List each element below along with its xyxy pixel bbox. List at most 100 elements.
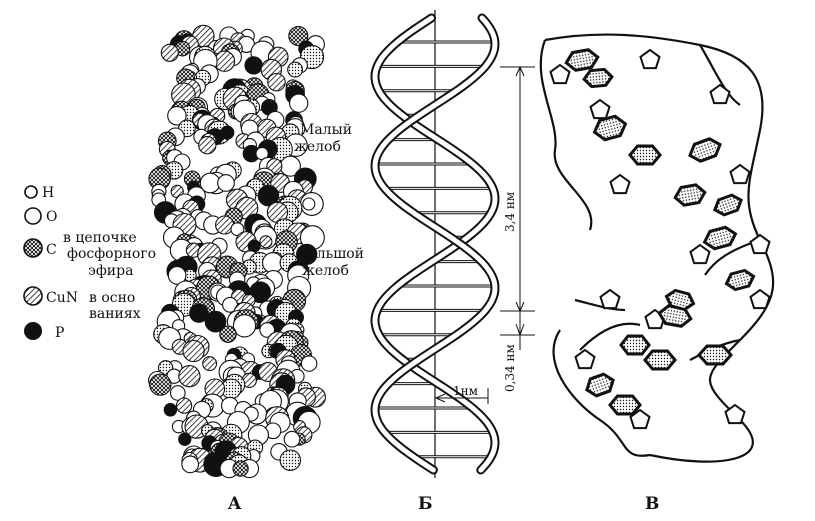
base-ring-shape — [582, 67, 614, 89]
legend-item-cn: CuN в осно ваниях — [23, 286, 141, 322]
atom-sphere — [259, 235, 273, 249]
legend-note-n-line1: в осно — [89, 290, 135, 306]
atom-sphere — [169, 385, 186, 401]
atom-sphere — [230, 222, 245, 237]
atom-sphere — [232, 314, 257, 338]
atom-sphere — [244, 56, 263, 75]
base-ring-shape — [664, 288, 696, 312]
base-ring-shape — [688, 137, 722, 163]
base-rings — [564, 48, 756, 416]
base-ring — [673, 183, 707, 207]
base-ring-shape — [564, 48, 600, 72]
atom-sphere — [232, 460, 249, 477]
major-groove-label-line2: желоб — [302, 263, 349, 279]
backbone-segment — [574, 298, 626, 312]
base-ring-shape — [657, 304, 693, 328]
atom-sphere — [267, 72, 286, 92]
legend-label-p: P — [55, 325, 64, 341]
sugar-ring — [749, 288, 771, 310]
helix-strand-1-inner — [372, 15, 498, 473]
atom-sphere — [257, 184, 280, 207]
atom-sphere — [181, 455, 200, 474]
atom-sphere — [300, 355, 318, 372]
atom-sphere — [283, 430, 301, 448]
legend-label-cn: CuN — [46, 290, 78, 306]
atom-sphere — [167, 106, 187, 126]
atom-sphere — [175, 397, 193, 414]
sugar-ring — [639, 48, 661, 70]
base-ring — [643, 349, 677, 371]
base-ring-shape — [585, 372, 615, 398]
legend-label-o: O — [46, 209, 57, 225]
atom-sphere — [204, 310, 227, 333]
atom-sphere — [279, 449, 302, 471]
atom-sphere — [178, 432, 192, 446]
rise-label: 0,34 нм — [503, 344, 517, 392]
base-ring — [664, 288, 696, 312]
major-groove-label-line1: Большой — [298, 246, 364, 262]
base-ring-shape — [643, 349, 677, 371]
backbone-segment — [699, 44, 741, 106]
legend-note-c-line2: фосфорного — [67, 246, 156, 262]
base-ring — [702, 225, 738, 251]
sugar-ring — [589, 98, 611, 120]
base-ring — [619, 334, 651, 356]
space-filling-model — [148, 24, 326, 479]
atom-sphere — [288, 25, 309, 47]
atom-sphere — [189, 303, 209, 323]
carbon-symbol-icon — [23, 238, 43, 258]
base-ring — [564, 48, 600, 72]
atom-sphere — [182, 339, 205, 363]
legend-label-c: C — [46, 242, 57, 258]
sugar-ring — [749, 233, 771, 255]
atom-sphere — [202, 356, 218, 372]
base-ring-shape — [702, 225, 738, 251]
phosphorus-symbol-icon — [24, 322, 42, 340]
atom-sphere — [198, 136, 217, 155]
sugar-ring — [549, 63, 571, 85]
panel-label-c: В — [645, 494, 659, 514]
legend-item-p: P — [24, 322, 64, 341]
legend-item-h: H — [24, 185, 54, 201]
base-ring — [688, 137, 722, 163]
backbone-segment — [579, 322, 641, 351]
atom-sphere — [287, 61, 304, 78]
dimension-markers — [434, 65, 535, 404]
sugar-ring — [709, 83, 731, 105]
atom-sphere — [178, 365, 201, 388]
base-ring — [696, 344, 734, 366]
sugar-ring — [729, 163, 751, 185]
minor-groove-label-line1: Малый — [300, 122, 352, 138]
backbone-segment — [552, 329, 651, 457]
base-ring-shape — [696, 344, 734, 366]
pitch-label: 3,4 нм — [503, 192, 517, 232]
base-ring-shape — [592, 114, 628, 142]
groove-labels: Малый желоб Большой желоб — [294, 122, 364, 279]
legend-item-c: C в цепочке фосфорного эфира — [23, 230, 156, 279]
legend-note-n-line2: ваниях — [89, 306, 141, 322]
sugar-ring — [599, 288, 621, 310]
atom-sphere — [219, 325, 237, 343]
atom-sphere — [217, 174, 235, 192]
sugar-ring — [574, 348, 596, 370]
panel-label-a: A — [227, 494, 242, 514]
atom-sphere — [289, 93, 309, 113]
hydrogen-symbol-icon — [24, 185, 38, 199]
base-ring-shape — [673, 183, 707, 207]
base-ring-shape — [619, 334, 651, 356]
base-ring — [724, 268, 756, 292]
base-ring-shape — [712, 193, 744, 217]
sugar-ring — [689, 243, 711, 265]
base-ring — [585, 372, 615, 398]
legend-note-c-line1: в цепочке — [63, 230, 137, 246]
atom-sphere — [247, 239, 261, 253]
atom-sphere — [302, 197, 316, 211]
base-ring — [592, 114, 628, 142]
sugar-ring — [609, 173, 631, 195]
base-ring — [582, 67, 614, 89]
stick-model — [539, 33, 775, 463]
sugar-ring — [629, 408, 651, 430]
base-ring-shape — [724, 268, 756, 292]
backbone-segment — [539, 39, 593, 231]
